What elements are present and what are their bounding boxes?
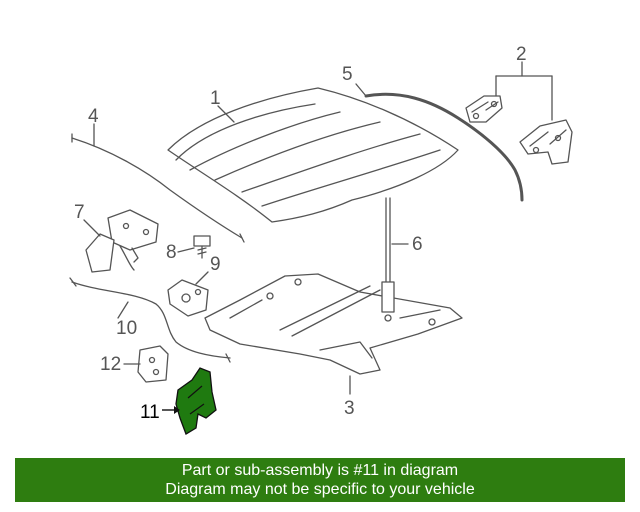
callout-1: 1 (210, 88, 221, 109)
banner-line-1: Part or sub-assembly is #11 in diagram (181, 462, 459, 479)
callout-7: 7 (74, 202, 85, 223)
insulator-pad (204, 273, 463, 375)
callout-10: 10 (116, 318, 137, 339)
info-banner: Part or sub-assembly is #11 in diagram D… (15, 458, 625, 502)
release-cable (71, 281, 231, 359)
hood-panel (167, 87, 459, 223)
hood-weatherstrip (71, 137, 243, 239)
hood-seal (364, 92, 524, 202)
striker (167, 279, 209, 317)
latch-assembly (85, 209, 159, 273)
banner-line-2: Diagram may not be specific to your vehi… (165, 481, 475, 498)
callout-2: 2 (516, 44, 527, 65)
callout-8: 8 (166, 242, 177, 263)
bolt (193, 235, 211, 259)
callout-4: 4 (88, 106, 99, 127)
leader-lines (83, 61, 553, 395)
callout-12: 12 (100, 354, 121, 375)
callout-11: 11 (140, 402, 160, 423)
support-strut (381, 197, 395, 322)
highlighted-part-11 (162, 367, 217, 435)
hinge-assembly (465, 95, 573, 165)
callout-6: 6 (412, 234, 423, 255)
callout-9: 9 (210, 254, 221, 275)
parts-diagram: 1 2 3 4 5 6 7 8 9 10 11 12 (69, 44, 573, 435)
callout-5: 5 (342, 64, 353, 85)
callout-3: 3 (344, 398, 355, 419)
lower-latch (137, 345, 169, 383)
